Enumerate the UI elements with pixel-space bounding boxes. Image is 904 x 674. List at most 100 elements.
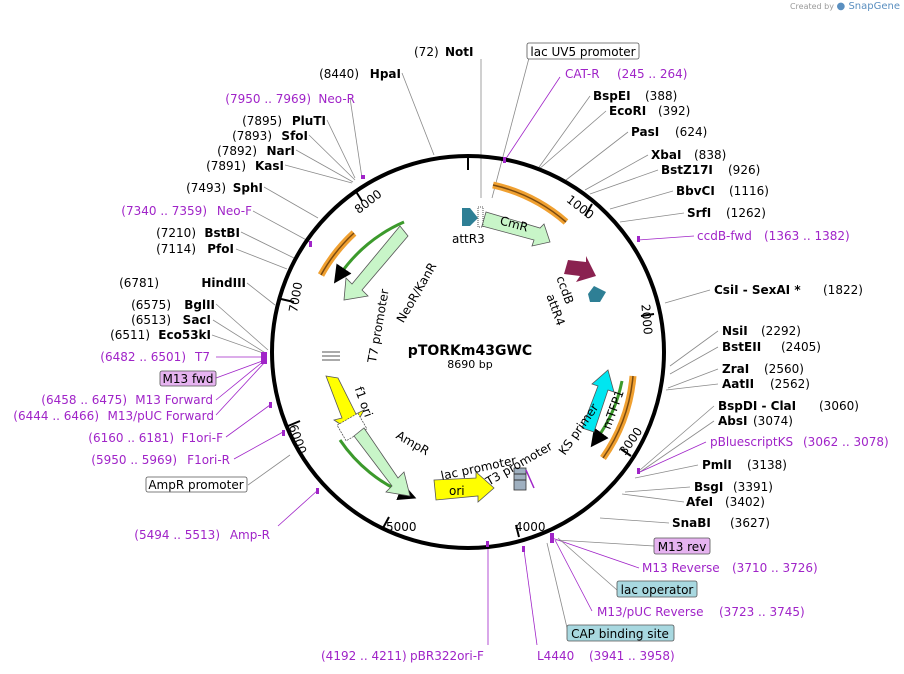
num-bstbi: (7210): [156, 226, 196, 240]
m13-fwd-box[interactable]: [159, 370, 217, 387]
m13-rev-box[interactable]: [653, 537, 711, 555]
site-nsii[interactable]: NsiI: [722, 324, 748, 338]
ampr-label: AmpR: [394, 428, 432, 458]
site-bbvci[interactable]: BbvCI: [676, 184, 715, 198]
primer-l4440[interactable]: L4440: [537, 649, 574, 663]
num-xbai: (838): [694, 148, 726, 162]
site-pasi[interactable]: PasI: [631, 125, 659, 139]
site-nari[interactable]: NarI: [266, 144, 295, 158]
lac-t3-cluster: [513, 467, 535, 491]
site-bstz17i[interactable]: BstZ17I: [661, 163, 713, 177]
primer-ccdb-fwd[interactable]: ccdB-fwd: [697, 229, 752, 243]
primer-m13puc-forward[interactable]: M13/pUC Forward: [107, 409, 214, 423]
num-bspdi: (3060): [819, 399, 859, 413]
primer-m13-reverse[interactable]: M13 Reverse: [642, 561, 720, 575]
num-saci: (6513): [131, 313, 171, 327]
primer-pbr322ori-f[interactable]: pBR322ori-F: [410, 649, 484, 663]
primer-f1ori-r[interactable]: F1ori-R: [187, 453, 230, 467]
primer-neo-f[interactable]: Neo-F: [217, 204, 252, 218]
ori-arrow: [433, 471, 495, 503]
site-eco53ki[interactable]: Eco53kI: [158, 328, 211, 342]
site-pluti[interactable]: PluTI: [292, 114, 326, 128]
site-ecori[interactable]: EcoRI: [609, 104, 646, 118]
site-pmli[interactable]: PmlI: [702, 458, 732, 472]
num-cat-r: (245 .. 264): [617, 67, 687, 81]
primer-m13-forward[interactable]: M13 Forward: [135, 393, 213, 407]
site-snabi[interactable]: SnaBI: [672, 516, 711, 530]
lac-uv5-box[interactable]: [526, 42, 640, 60]
num-ecori: (392): [658, 104, 690, 118]
site-sfoi[interactable]: SfoI: [281, 129, 308, 143]
snapgene-credit: Created by ● SnapGene: [790, 1, 900, 12]
site-csii-sexai[interactable]: CsiI - SexAI *: [714, 283, 801, 297]
primer-pbluescriptks[interactable]: pBluescriptKS: [710, 435, 793, 449]
site-bsgi[interactable]: BsgI: [694, 480, 723, 494]
site-bspei[interactable]: BspEI: [593, 89, 631, 103]
num-absi: (3074): [753, 414, 793, 428]
cap-binding-box[interactable]: [566, 624, 675, 642]
site-afei[interactable]: AfeI: [686, 495, 713, 509]
attr3-label: attR3: [452, 232, 485, 246]
ampr-promoter-box[interactable]: [145, 476, 248, 493]
tick-6000-partial: 6000: [286, 422, 310, 455]
site-kasi[interactable]: KasI: [255, 159, 284, 173]
site-aatii[interactable]: AatII: [722, 377, 754, 391]
cmr-arrow: [481, 211, 551, 247]
num-bsteii: (2405): [781, 340, 821, 354]
label-m13-fwd: M13 fwd: [163, 372, 214, 386]
site-bstbi[interactable]: BstBI: [204, 226, 240, 240]
site-bsteii[interactable]: BstEII: [722, 340, 761, 354]
label-cap-binding: CAP binding site: [571, 627, 669, 641]
num-sfoi: (7893): [232, 129, 272, 143]
attr4-marker: [588, 286, 606, 302]
primer-cat-r[interactable]: CAT-R: [565, 67, 600, 81]
primer-neo-r[interactable]: Neo-R: [318, 92, 355, 106]
primer-m13puc-reverse[interactable]: M13/pUC Reverse: [597, 605, 704, 619]
tick-marks: [280, 156, 655, 538]
neor-label: NeoR/KanR: [394, 260, 440, 325]
site-bglii[interactable]: BglII: [184, 298, 215, 312]
label-m13-rev: M13 rev: [658, 540, 707, 554]
num-csii: (1822): [823, 283, 863, 297]
label-lac-uv5: lac UV5 promoter: [530, 45, 635, 59]
primer-t7[interactable]: T7: [194, 350, 210, 364]
tick-4000: 4000: [515, 520, 546, 534]
t7-promoter-label: T7 promoter: [365, 288, 392, 365]
num-m13-reverse: (3710 .. 3726): [732, 561, 818, 575]
site-noti[interactable]: NotI: [445, 45, 474, 59]
leader-lines: [211, 57, 719, 646]
num-pmli: (3138): [747, 458, 787, 472]
num-bbvci: (1116): [729, 184, 769, 198]
site-absi[interactable]: AbsI: [718, 414, 747, 428]
primer-amp-r[interactable]: Amp-R: [230, 528, 270, 542]
site-sphi[interactable]: SphI: [233, 181, 263, 195]
num-bspei: (388): [645, 89, 677, 103]
site-srfi[interactable]: SrfI: [687, 206, 711, 220]
label-lac-operator: lac operator: [621, 583, 694, 597]
num-srfi: (1262): [726, 206, 766, 220]
num-hpai: (8440): [319, 67, 359, 81]
num-l4440: (3941 .. 3958): [589, 649, 675, 663]
neor-arrow: [343, 225, 409, 301]
site-saci[interactable]: SacI: [183, 313, 211, 327]
primer-f1ori-f[interactable]: F1ori-F: [182, 431, 223, 445]
site-bspdi-clai[interactable]: BspDI - ClaI: [718, 399, 796, 413]
lac-operator-box[interactable]: [616, 580, 698, 598]
snapgene-logo: ● SnapGene: [836, 1, 900, 12]
site-zrai[interactable]: ZraI: [722, 362, 749, 376]
tick-2000: 2000: [638, 304, 655, 336]
num-sphi: (7493): [186, 181, 226, 195]
site-hpai[interactable]: HpaI: [370, 67, 401, 81]
num-f1ori-r: (5950 .. 5969): [91, 453, 177, 467]
ampr-arrow: [353, 427, 411, 497]
t7-marker: [322, 351, 340, 361]
ori-label: ori: [449, 484, 465, 498]
num-noti: (72): [414, 45, 439, 59]
site-hindiii[interactable]: HindIII: [201, 276, 246, 290]
site-xbai[interactable]: XbaI: [651, 148, 681, 162]
plasmid-name: pTORKm43GWC: [408, 343, 532, 359]
num-m13puc-forward: (6444 .. 6466): [13, 409, 99, 423]
num-pasi: (624): [675, 125, 707, 139]
site-pfoi[interactable]: PfoI: [207, 242, 234, 256]
